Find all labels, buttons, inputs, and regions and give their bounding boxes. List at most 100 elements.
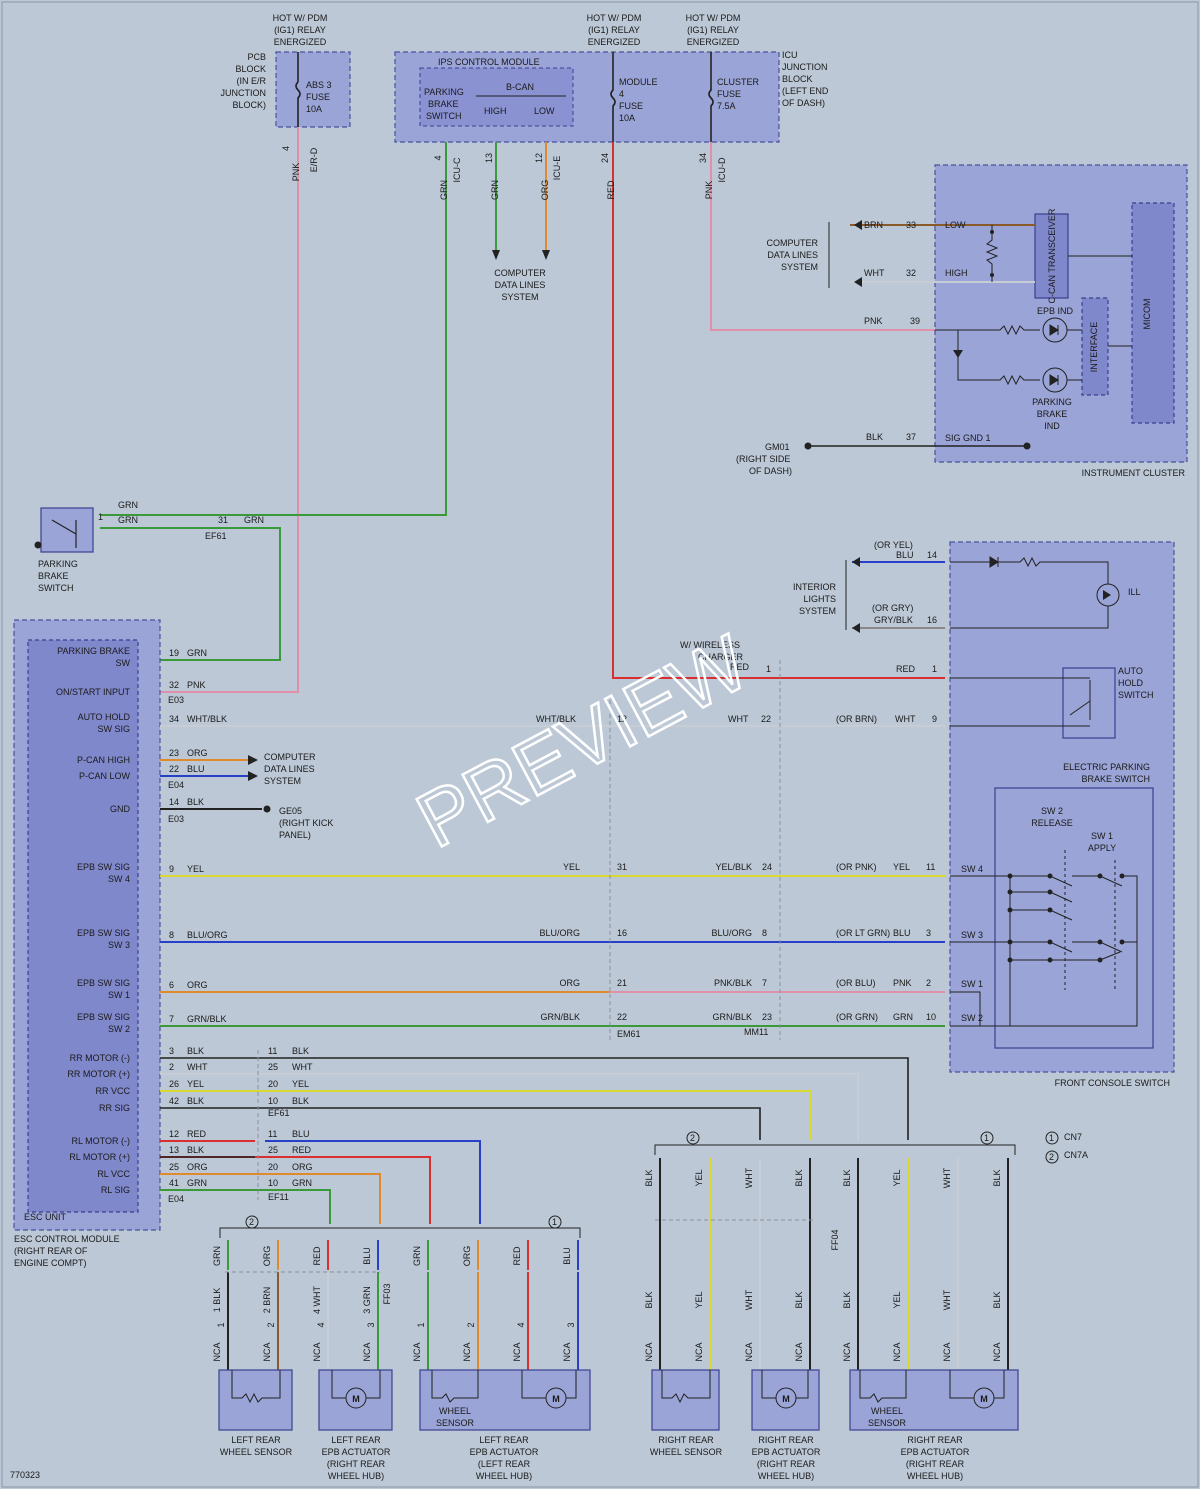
esc-label: SW 3	[108, 940, 130, 950]
mid-w2: BLU/ORG	[711, 928, 752, 938]
motor-m-2: M	[552, 1394, 560, 1404]
middle-wires: W/ WIRELESS CHARGER RED 1 RED 1 WHT/BLK …	[160, 640, 945, 1040]
console-title: FRONT CONSOLE SWITCH	[1055, 1078, 1170, 1088]
cl-row1-sig: HIGH	[945, 268, 968, 278]
ef-pin: 20	[268, 1079, 278, 1089]
il-or2: (OR GRY)	[872, 603, 913, 613]
hot-mid-2: (IG1) RELAY	[588, 25, 640, 35]
lr-top-wire: BLU	[562, 1247, 572, 1265]
motor-m-4: M	[980, 1394, 988, 1404]
rr-top-wire: BLK	[794, 1169, 804, 1186]
il-1: INTERIOR	[793, 582, 837, 592]
motor-m-3: M	[782, 1394, 790, 1404]
rrc-4: WHEEL HUB)	[907, 1471, 963, 1481]
cl-row3-sig: SIG GND 1	[945, 433, 991, 443]
hot-right-3: ENERGIZED	[687, 37, 740, 47]
esc-motor-pin: 2	[169, 1062, 174, 1072]
mid-p2: 24	[762, 862, 772, 872]
esc-pin: 6	[169, 980, 174, 990]
lr-mid-wire: 3 GRN	[362, 1286, 372, 1314]
legend-c2: CN7A	[1064, 1150, 1088, 1160]
pb-ground-icon	[34, 541, 42, 549]
esc-label: P-CAN LOW	[79, 771, 131, 781]
epb-ind-label: EPB IND	[1037, 306, 1074, 316]
mid-p2: 23	[762, 1012, 772, 1022]
bcan-label: B-CAN	[506, 82, 534, 92]
esc-wire: ORG	[187, 748, 208, 758]
esc-wire: WHT/BLK	[187, 714, 227, 724]
nca-label: NCA	[992, 1342, 1002, 1361]
nca-label: NCA	[744, 1342, 754, 1361]
pin-24-num: 24	[600, 153, 610, 163]
ef-pin: 20	[268, 1162, 278, 1172]
cluster-fuse-1: CLUSTER	[717, 77, 760, 87]
pb-label-2: BRAKE	[38, 571, 69, 581]
icu-label-1: ICU	[782, 50, 798, 60]
wire-rl-vcc	[160, 1173, 381, 1224]
mid-wb-p: 22	[761, 714, 771, 724]
nca-label: NCA	[462, 1342, 472, 1361]
ef-pin: 25	[268, 1145, 278, 1155]
cds-cluster-3: SYSTEM	[781, 262, 818, 272]
mid-p1: 31	[617, 862, 627, 872]
pin-icu-c-conn: ICU-C	[452, 157, 462, 182]
ccan-label: C-CAN TRANSCEIVER	[1047, 208, 1057, 303]
rrs-2: WHEEL SENSOR	[650, 1447, 723, 1457]
esc-label: SW 2	[108, 1024, 130, 1034]
lr-bracket-1-icon	[548, 1215, 562, 1229]
cds-top-2: DATA LINES	[495, 280, 546, 290]
pin-13-wire: GRN	[490, 180, 500, 200]
il-w2: GRY/BLK	[874, 615, 913, 625]
low-label: LOW	[534, 106, 555, 116]
lr-top-wire: ORG	[262, 1246, 272, 1267]
pin-icu-d-conn: ICU-D	[717, 157, 727, 182]
lr-pin: 4	[516, 1322, 526, 1327]
icu-label-4: (LEFT END	[782, 86, 829, 96]
rr-top-wire: WHT	[942, 1167, 952, 1188]
rrc-3: (RIGHT REAR	[906, 1459, 965, 1469]
mid-wb-w: WHT	[728, 714, 749, 724]
mid-red-rpin: 1	[932, 664, 937, 674]
park-ind-1: PARKING	[1032, 397, 1072, 407]
esc-label: SW 1	[108, 990, 130, 1000]
wire-pnk-cluster	[710, 142, 935, 331]
esc-pin: 14	[169, 797, 179, 807]
rra-3: (RIGHT REAR	[757, 1459, 816, 1469]
e03-a: E03	[168, 695, 184, 705]
esc-motor-wire: BLK	[187, 1145, 204, 1155]
ef-wire: WHT	[292, 1062, 313, 1072]
il-p2: 16	[927, 615, 937, 625]
ips-module-label: IPS CONTROL MODULE	[438, 57, 540, 67]
esc-motor-pin: 26	[169, 1079, 179, 1089]
module-fuse-2: 4	[619, 89, 624, 99]
ill-led-diode-icon	[1103, 590, 1111, 600]
gm01-1: GM01	[765, 442, 790, 452]
esc-wire: BLU/ORG	[187, 930, 228, 940]
mid-w2: PNK/BLK	[714, 978, 752, 988]
ge05-2: (RIGHT KICK	[279, 818, 333, 828]
top-section: HOT W/ PDM (IG1) RELAY ENERGIZED HOT W/ …	[100, 13, 945, 693]
ill-diode-icon	[989, 556, 999, 568]
rr-ws-2: SENSOR	[868, 1418, 907, 1428]
llc-3: (LEFT REAR	[478, 1459, 531, 1469]
release-1: SW 2	[1041, 806, 1063, 816]
pin-24-wire: RED	[606, 180, 616, 200]
pin-pcb-num: 4	[281, 146, 291, 151]
ef61-b: EF61	[268, 1108, 290, 1118]
pin-34-num: 34	[698, 153, 708, 163]
e04-b: E04	[168, 1194, 184, 1204]
mid-or: (OR LT GRN)	[836, 928, 890, 938]
epb-sw-1: ELECTRIC PARKING	[1063, 762, 1150, 772]
nca-label: NCA	[794, 1342, 804, 1361]
interior-lights: INTERIOR LIGHTS SYSTEM (OR YEL) BLU 14 (…	[793, 540, 945, 633]
cds-top-1: COMPUTER	[494, 268, 546, 278]
mid-or: (OR BLU)	[836, 978, 876, 988]
esc-motor-label: RL SIG	[101, 1185, 130, 1195]
sw3-label: SW 3	[961, 930, 983, 940]
lr-pin: 1	[216, 1322, 226, 1327]
rra-2: EPB ACTUATOR	[752, 1447, 821, 1457]
mid-p3: 3	[926, 928, 931, 938]
mid-p2: 7	[762, 978, 767, 988]
